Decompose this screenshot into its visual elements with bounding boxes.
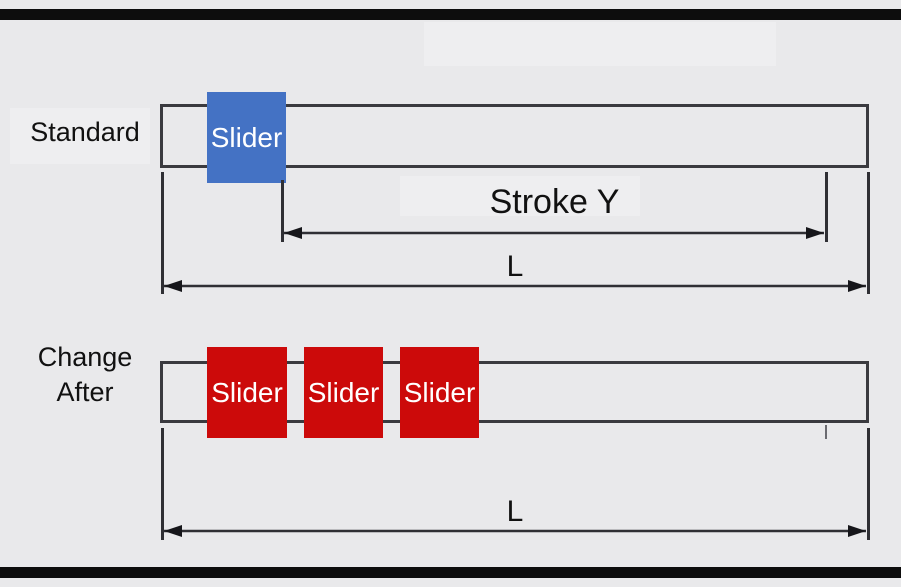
dimension-line-length-standard — [162, 277, 868, 295]
witness-line-right-change-after — [867, 428, 870, 540]
slider-label: Slider — [211, 376, 283, 408]
tick-mark-change-after — [825, 425, 827, 439]
slider-changed-2[interactable]: Slider — [304, 347, 383, 438]
dimension-line-stroke-y — [282, 224, 826, 242]
frame-bar-top — [0, 9, 901, 20]
dimension-line-length-change-after — [162, 522, 868, 540]
slider-label: Slider — [403, 376, 476, 408]
witness-line-left-change-after — [161, 428, 164, 540]
slider-label: Slider — [210, 121, 283, 153]
row-label-standard: Standard — [30, 117, 140, 147]
slider-changed-3[interactable]: Slider — [400, 347, 479, 438]
witness-line-stroke-end — [825, 172, 828, 242]
dimension-label-length-change-after: L — [506, 495, 524, 528]
slider-changed-1[interactable]: Slider — [207, 347, 287, 438]
witness-line-left-standard — [161, 172, 164, 294]
row-label-line-2: After — [56, 376, 114, 407]
frame-bar-bottom — [0, 567, 901, 578]
background-wash — [424, 22, 776, 66]
witness-line-right-standard — [867, 172, 870, 294]
witness-line-stroke-start — [281, 180, 284, 242]
slider-label: Slider — [307, 376, 380, 408]
dimension-label-length-standard: L — [506, 250, 524, 283]
dimension-label-stroke-y: Stroke Y — [489, 183, 620, 221]
slider-standard-1[interactable]: Slider — [207, 92, 286, 183]
row-label-line-1: Change — [37, 342, 133, 372]
